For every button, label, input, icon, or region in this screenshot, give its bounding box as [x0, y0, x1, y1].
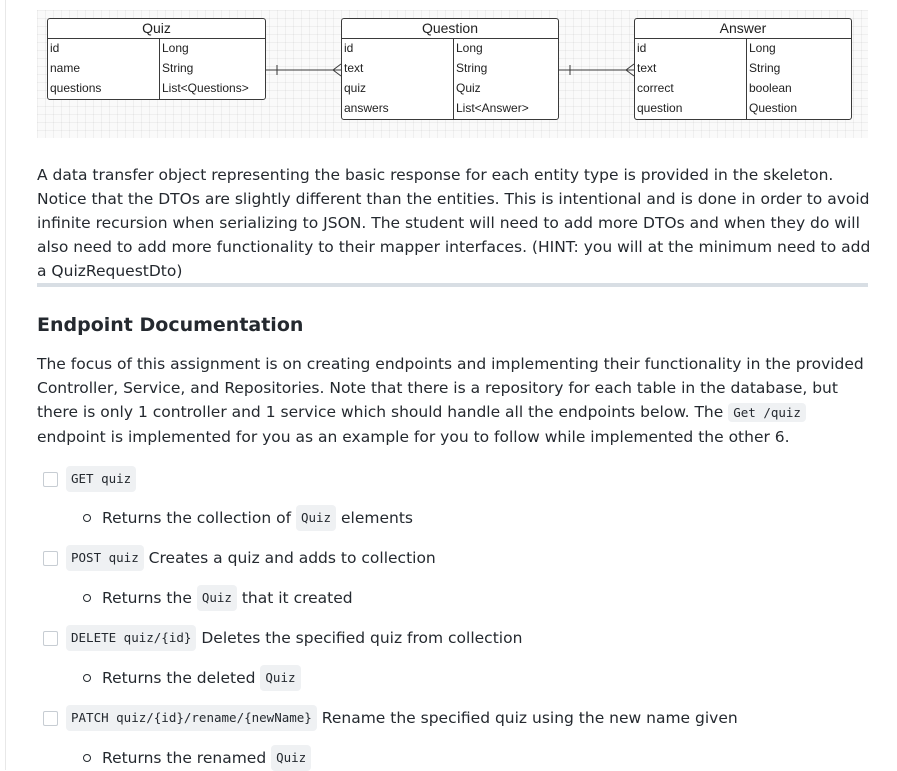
field-name: name [48, 59, 160, 79]
task-subitem: Returns the Quiz that it created [83, 585, 353, 611]
inline-code: Get /quiz [728, 403, 806, 422]
bullet-circle-icon [83, 754, 91, 762]
inline-code: Quiz [271, 745, 312, 771]
field-name: answers [342, 99, 454, 119]
section-divider [37, 283, 868, 287]
inline-code: Quiz [196, 585, 237, 611]
subitem-text: that it created [236, 589, 353, 607]
field-type: Question [749, 101, 798, 115]
endpoint-code: POST quiz [66, 545, 144, 571]
task-item: PATCH quiz/{id}/rename/{newName} Rename … [43, 705, 738, 731]
field-type: Long [749, 41, 776, 55]
endpoint-code: DELETE quiz/{id} [66, 625, 197, 651]
focus-text: endpoint is implemented for you as an ex… [37, 428, 790, 446]
task-description: Creates a quiz and adds to collection [148, 549, 436, 567]
task-subitem: Returns the deleted Quiz [83, 665, 301, 691]
field-name: quiz [342, 79, 454, 99]
intro-paragraph: A data transfer object representing the … [37, 166, 871, 280]
bullet-circle-icon [83, 594, 91, 602]
field-type: String [162, 61, 194, 75]
field-name: question [635, 99, 747, 119]
subitem-text: Returns the [102, 589, 197, 607]
task-item: GET quiz [43, 466, 137, 492]
task-description: Rename the specified quiz using the new … [321, 709, 738, 727]
task-checkbox[interactable] [43, 471, 58, 487]
field-type: List<Answer> [456, 101, 529, 115]
task-item: DELETE quiz/{id} Deletes the specified q… [43, 625, 522, 651]
task-checkbox[interactable] [43, 710, 58, 726]
relationship-lines [265, 63, 635, 77]
bullet-circle-icon [83, 674, 91, 682]
task-item: POST quiz Creates a quiz and adds to col… [43, 545, 436, 571]
field-name: id [342, 39, 454, 59]
field-type: String [456, 61, 488, 75]
focus-text: The focus of this assignment is on creat… [37, 355, 864, 421]
field-name: questions [48, 79, 160, 99]
field-name: id [635, 39, 747, 59]
task-description: Deletes the specified quiz from collecti… [201, 629, 523, 647]
field-name: correct [635, 79, 747, 99]
field-type: Long [456, 41, 483, 55]
field-type: boolean [749, 81, 792, 95]
field-type: List<Questions> [162, 81, 249, 95]
subitem-text: Returns the collection of [102, 509, 296, 527]
inline-code: Quiz [260, 665, 301, 691]
task-subitem: Returns the renamed Quiz [83, 745, 312, 771]
focus-paragraph: The focus of this assignment is on creat… [37, 352, 872, 449]
field-type: Long [162, 41, 189, 55]
subitem-text: elements [336, 509, 413, 527]
field-name: id [48, 39, 160, 59]
inline-code: Quiz [295, 505, 337, 531]
task-checkbox[interactable] [43, 550, 58, 566]
entity-title: Question [342, 19, 558, 39]
bullet-circle-icon [83, 514, 91, 522]
field-type: String [749, 61, 781, 75]
entity-title: Quiz [48, 19, 265, 39]
field-name: text [635, 59, 747, 79]
subitem-text: Returns the renamed [102, 749, 272, 767]
field-type: Quiz [456, 81, 481, 95]
content-left-border [5, 0, 6, 770]
section-heading: Endpoint Documentation [37, 314, 304, 336]
endpoint-code: PATCH quiz/{id}/rename/{newName} [66, 705, 317, 731]
task-subitem: Returns the collection of Quiz elements [83, 505, 413, 531]
endpoint-code: GET quiz [66, 466, 137, 492]
subitem-text: Returns the deleted [102, 669, 261, 687]
field-name: text [342, 59, 454, 79]
entity-title: Answer [635, 19, 851, 39]
task-checkbox[interactable] [43, 630, 58, 646]
